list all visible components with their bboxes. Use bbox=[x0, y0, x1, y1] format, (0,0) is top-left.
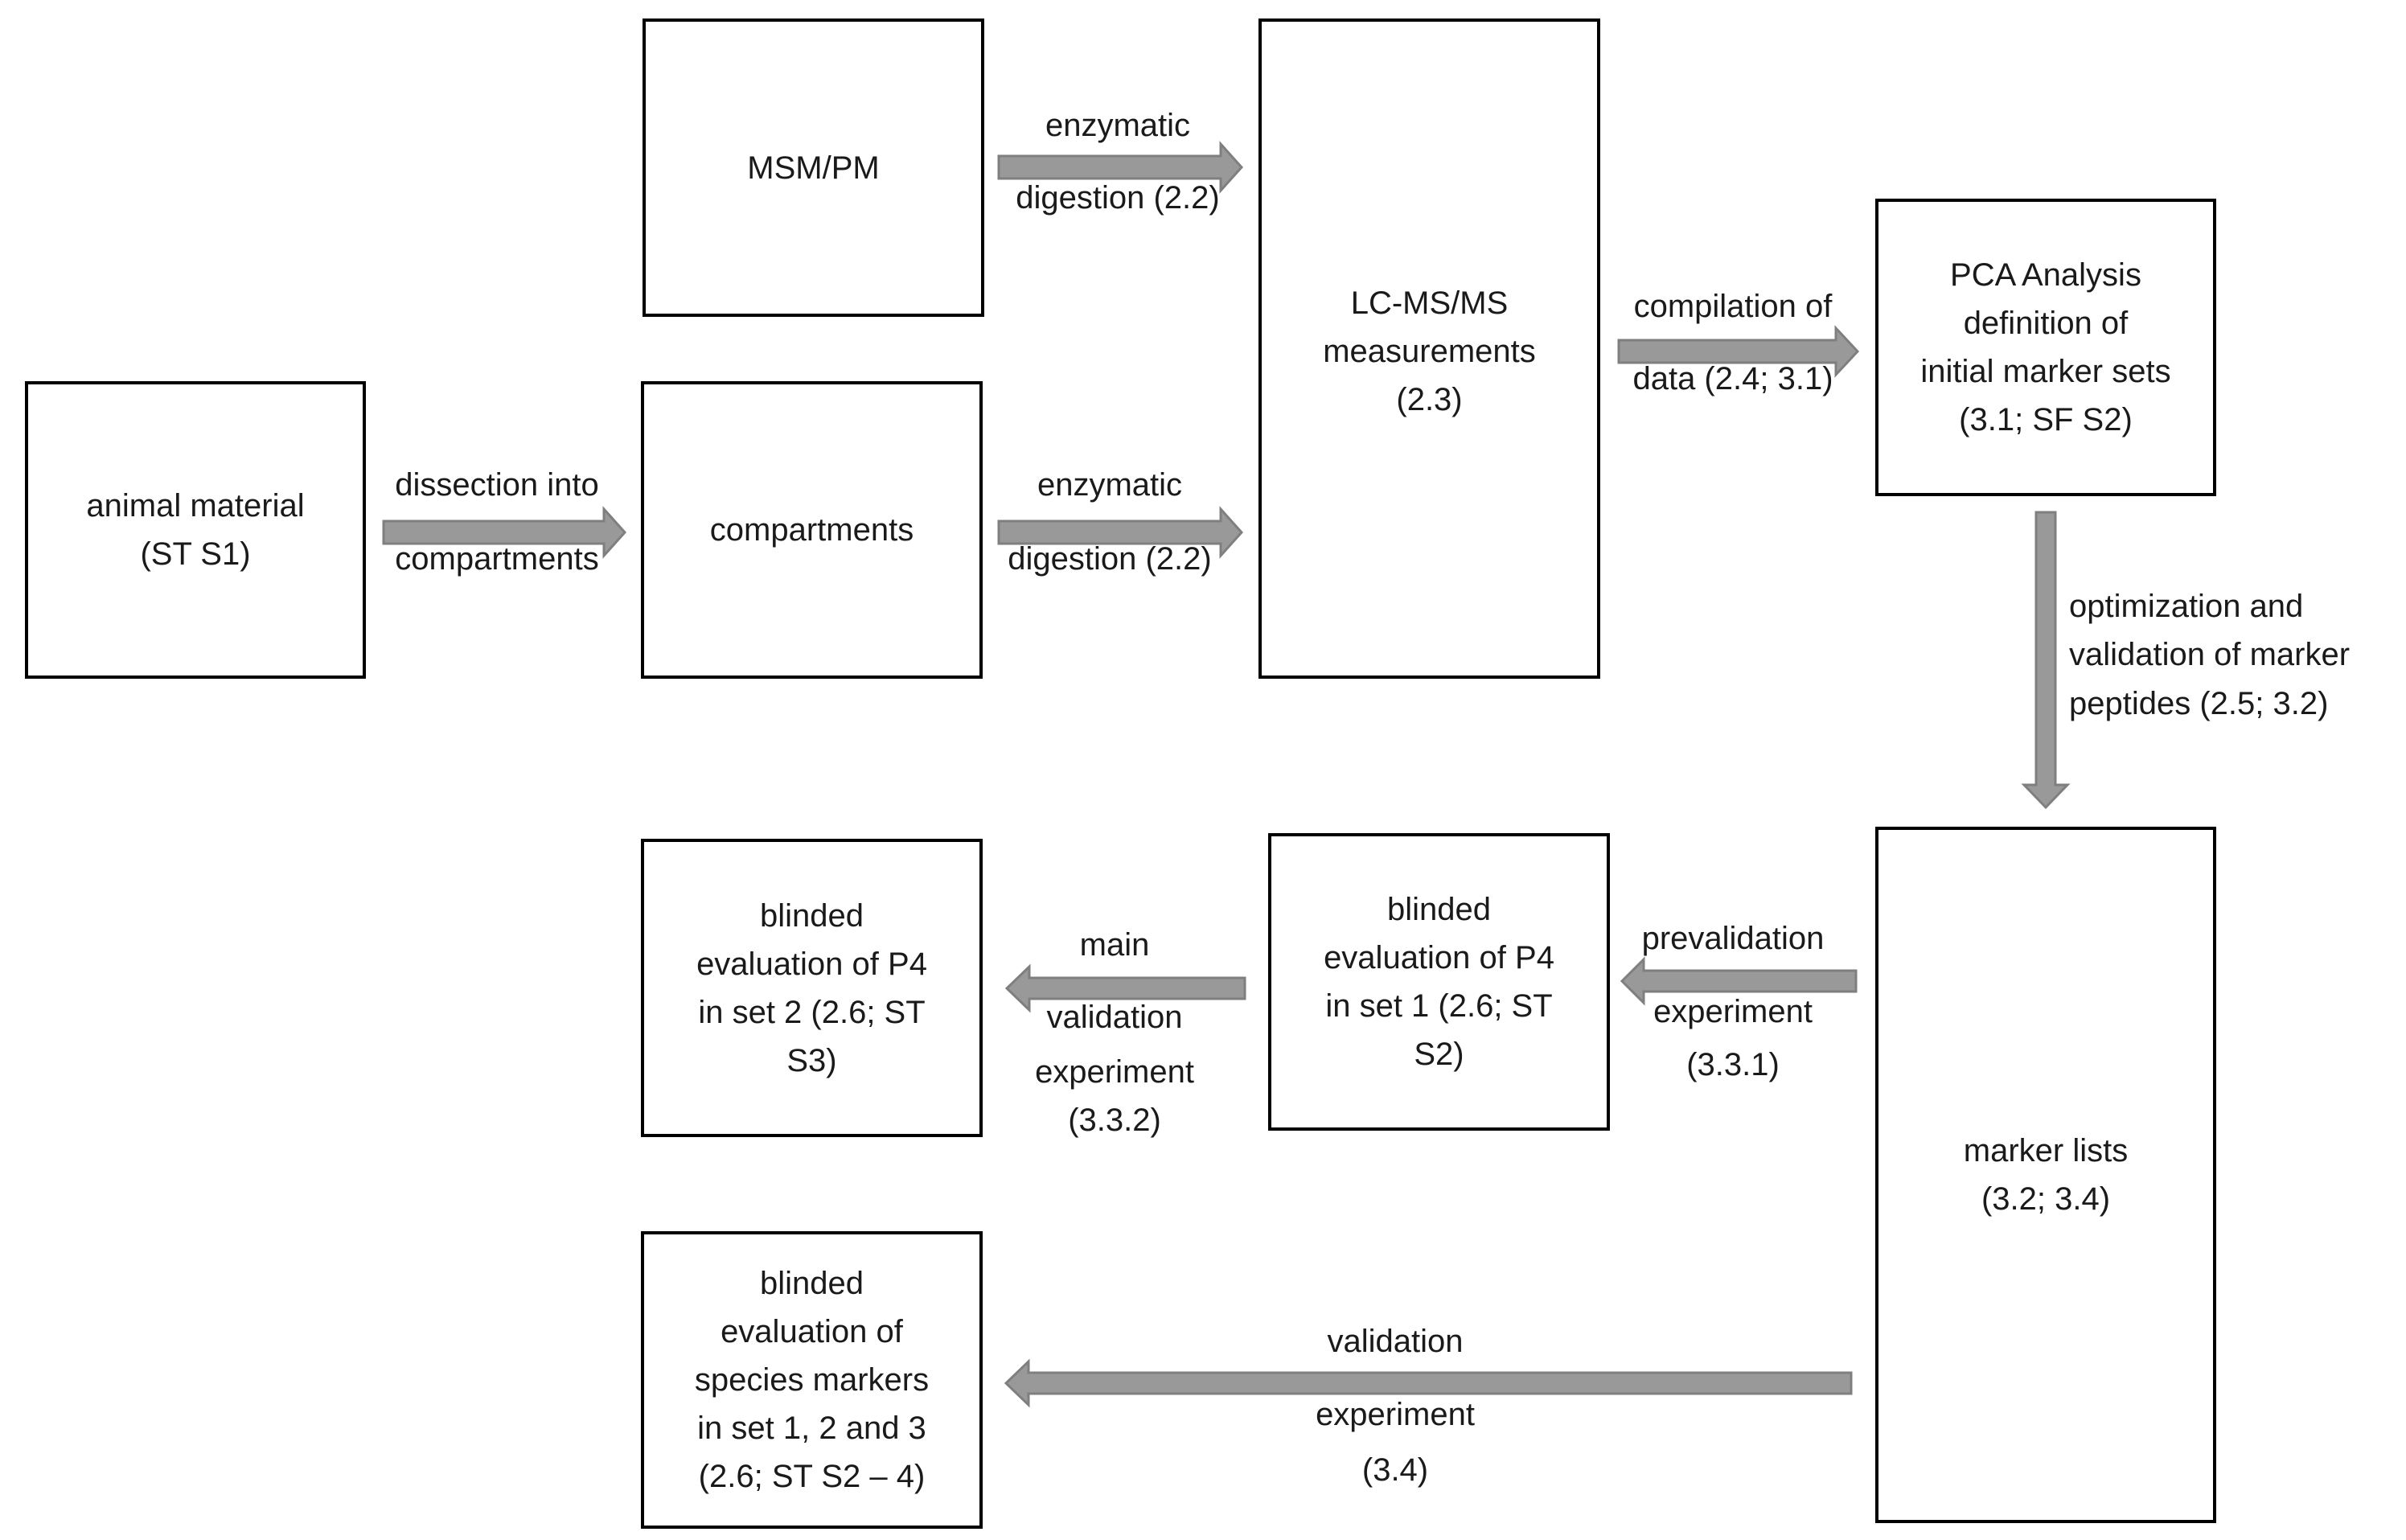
box-blinded-set2-text: blinded evaluation of P4 in set 2 (2.6; … bbox=[696, 897, 927, 1078]
box-marker-lists-text: marker lists (3.2; 3.4) bbox=[1963, 1133, 2129, 1217]
label-prevalidation-3: (3.3.1) bbox=[1686, 1047, 1780, 1082]
box-marker-lists: marker lists (3.2; 3.4) bbox=[1875, 827, 2216, 1523]
label-enzymatic-top-2: digestion (2.2) bbox=[1016, 180, 1220, 216]
label-enzymatic-top-1: enzymatic bbox=[1045, 108, 1191, 143]
label-main-validation-1: main bbox=[1079, 927, 1150, 963]
box-compartments: compartments bbox=[641, 381, 983, 679]
arrow-compilation bbox=[1617, 325, 1860, 378]
box-blinded-species-text: blinded evaluation of species markers in… bbox=[694, 1266, 930, 1494]
box-pca-text: PCA Analysis definition of initial marke… bbox=[1920, 257, 2171, 437]
label-enzymatic-bottom-1: enzymatic bbox=[1037, 467, 1183, 503]
box-msm-pm: MSM/PM bbox=[643, 18, 984, 317]
label-enzymatic-bottom-2: digestion (2.2) bbox=[1008, 541, 1212, 577]
label-main-validation-4: (3.3.2) bbox=[1068, 1103, 1161, 1138]
arrow-enzymatic-bottom bbox=[997, 506, 1244, 559]
label-validation-3: (3.4) bbox=[1361, 1452, 1429, 1488]
label-dissection-2: compartments bbox=[395, 541, 599, 577]
box-lcms-text: LC-MS/MS measurements (2.3) bbox=[1323, 285, 1536, 417]
arrow-main-validation bbox=[1004, 963, 1246, 1013]
box-blinded-species: blinded evaluation of species markers in… bbox=[641, 1231, 983, 1529]
box-blinded-set1-text: blinded evaluation of P4 in set 1 (2.6; … bbox=[1324, 892, 1554, 1072]
label-main-validation-2: validation bbox=[1046, 1000, 1183, 1035]
box-blinded-set2: blinded evaluation of P4 in set 2 (2.6; … bbox=[641, 839, 983, 1137]
arrow-optimization bbox=[2021, 511, 2071, 810]
box-pca-analysis: PCA Analysis definition of initial marke… bbox=[1875, 199, 2216, 496]
arrow-validation bbox=[1004, 1358, 1853, 1408]
label-optimization-2: validation of marker bbox=[2069, 637, 2351, 672]
label-prevalidation-2: experiment bbox=[1653, 994, 1813, 1029]
label-optimization-3: peptides (2.5; 3.2) bbox=[2069, 686, 2329, 721]
arrow-dissection bbox=[382, 506, 627, 559]
box-msm-pm-text: MSM/PM bbox=[747, 150, 880, 186]
arrow-enzymatic-top bbox=[997, 141, 1244, 194]
label-validation-1: validation bbox=[1327, 1324, 1464, 1359]
label-compilation-2: data (2.4; 3.1) bbox=[1632, 361, 1833, 396]
label-main-validation-3: experiment bbox=[1035, 1054, 1194, 1090]
arrow-prevalidation bbox=[1620, 956, 1858, 1006]
box-lcms-measurements: LC-MS/MS measurements (2.3) bbox=[1258, 18, 1600, 679]
label-compilation-1: compilation of bbox=[1633, 289, 1833, 324]
label-prevalidation-1: prevalidation bbox=[1641, 921, 1825, 956]
box-compartments-text: compartments bbox=[709, 512, 914, 548]
box-animal-material: animal material (ST S1) bbox=[25, 381, 366, 679]
label-dissection-1: dissection into bbox=[395, 467, 599, 503]
label-optimization-1: optimization and bbox=[2069, 589, 2304, 624]
box-animal-material-text: animal material (ST S1) bbox=[86, 488, 305, 572]
label-validation-2: experiment bbox=[1316, 1397, 1475, 1432]
box-blinded-set1: blinded evaluation of P4 in set 1 (2.6; … bbox=[1268, 833, 1610, 1131]
